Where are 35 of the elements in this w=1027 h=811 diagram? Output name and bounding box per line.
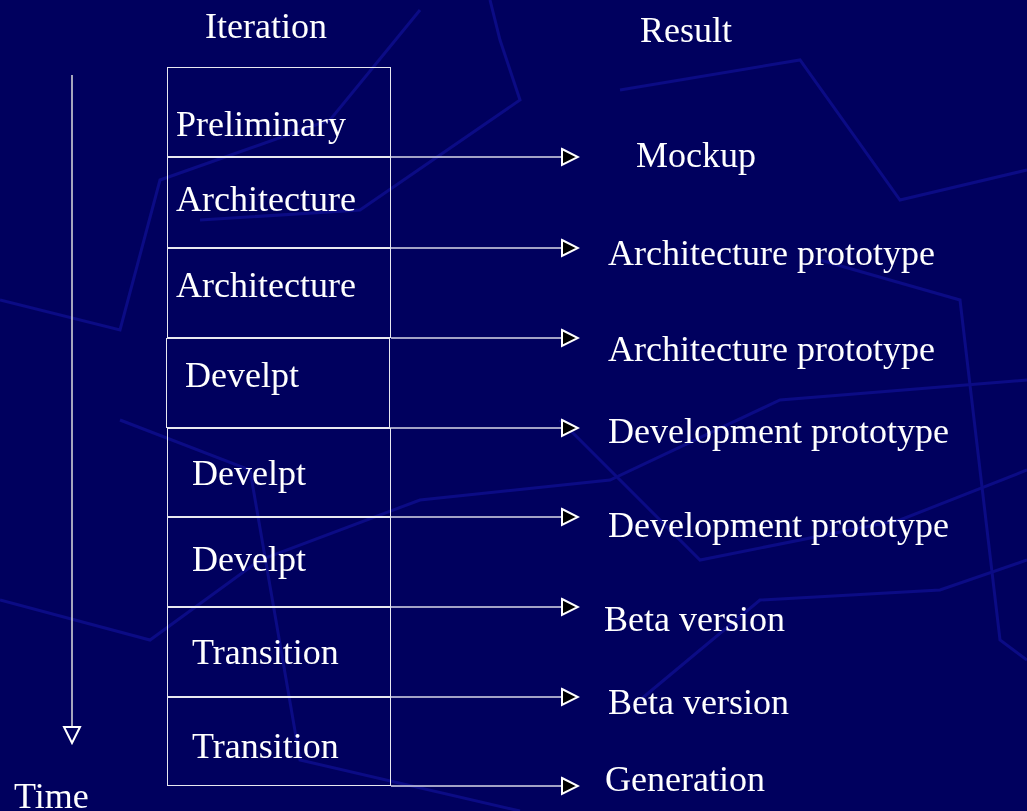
axis-label: Time [14,778,89,811]
iteration-box [166,338,390,428]
iteration-box [167,697,391,786]
arrow [389,419,579,437]
result-text: Generation [578,758,818,800]
iteration-name: Develpt [192,541,306,577]
result-text: Beta version [578,681,838,723]
column-heading: Iteration [205,8,327,44]
arrow [390,239,579,257]
arrow [390,329,579,347]
iteration-name: Architecture [176,267,356,303]
iteration-box [167,67,391,157]
iteration-name: Transition [192,727,339,764]
result-text: Architecture prototype [578,328,1008,370]
iteration-box [167,248,391,338]
iteration-box [167,517,391,607]
arrow [390,598,579,616]
iteration-name: Architecture [176,180,356,217]
iteration-name: Transition [192,634,339,670]
iteration-name: Preliminary [176,106,346,142]
iteration-box [167,428,391,517]
result-text: Development prototype [578,410,1018,452]
column-heading: Result [640,12,732,48]
arrow [390,688,579,706]
result-text: Architecture prototype [578,232,1008,274]
iteration-name: Develpt [185,357,299,393]
arrow [390,777,579,795]
result-text: Mockup [578,134,778,176]
result-text: Development prototype [578,504,1018,546]
arrow [390,508,579,526]
iteration-box [167,607,391,697]
result-text: Beta version [578,598,838,640]
iteration-box [167,157,391,248]
arrow [390,148,579,166]
iteration-name: Develpt [192,454,306,491]
